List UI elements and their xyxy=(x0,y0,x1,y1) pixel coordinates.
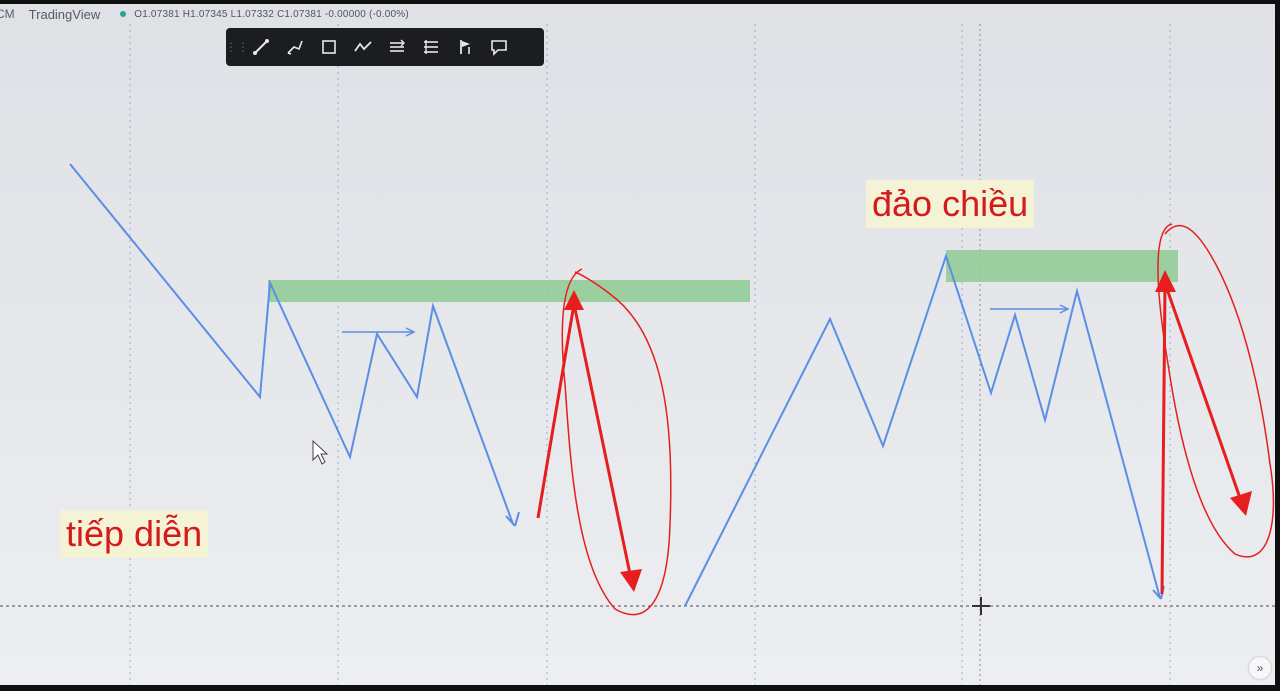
red-circle-right xyxy=(1157,223,1275,558)
market-status-dot xyxy=(120,11,127,17)
align-icon[interactable] xyxy=(381,32,412,62)
retest-arrowhead-left xyxy=(405,327,416,337)
red-arrow-down-left xyxy=(572,303,632,575)
chart-panel[interactable]: CM TradingView O1.07381 H1.07345 L1.0733… xyxy=(0,4,1275,685)
drawing-toolbar: ⋮⋮ xyxy=(225,28,544,66)
chart-drawing[interactable] xyxy=(0,4,1275,685)
drag-handle-icon[interactable]: ⋮⋮ xyxy=(225,40,249,54)
red-arrowhead-up-left xyxy=(564,290,584,310)
ohlc-readout: O1.07381 H1.07345 L1.07332 C1.07381 -0.0… xyxy=(134,8,409,20)
path-icon[interactable] xyxy=(347,32,378,62)
comment-icon[interactable] xyxy=(483,32,514,62)
wave-arrowhead-left-2 xyxy=(514,511,520,527)
resistance-zone-left xyxy=(268,280,750,302)
red-arrow-down-right xyxy=(1165,288,1242,499)
rectangle-icon[interactable] xyxy=(313,32,344,62)
symbol-prefix: CM xyxy=(0,7,15,21)
mouse-cursor-icon xyxy=(312,439,329,465)
resistance-zone-right xyxy=(946,250,1178,282)
wave-line-right xyxy=(684,252,1161,607)
trend-line-icon[interactable] xyxy=(245,32,276,62)
app-title: TradingView xyxy=(28,6,101,22)
red-arrowhead-down-right xyxy=(1230,491,1252,516)
reversal-label: đảo chiều xyxy=(866,180,1035,228)
flag-marker-icon[interactable] xyxy=(449,32,480,62)
red-circle-left xyxy=(561,268,672,616)
parallel-lines-icon[interactable] xyxy=(415,32,446,62)
wave-arrowhead-left xyxy=(505,515,516,527)
red-arrow-up-left xyxy=(536,303,576,519)
red-arrowhead-up-right xyxy=(1155,270,1176,292)
red-arrowhead-down-left xyxy=(620,569,642,592)
continuation-label: tiếp diễn xyxy=(60,510,209,558)
retest-arrowhead-right xyxy=(1059,304,1070,314)
chart-header: CM TradingView O1.07381 H1.07345 L1.0733… xyxy=(0,4,700,24)
brush-icon[interactable] xyxy=(279,32,310,62)
wave-line-left xyxy=(69,163,514,525)
double-chevron-right-icon[interactable]: » xyxy=(1249,657,1271,679)
wave-arrowhead-right xyxy=(1152,589,1162,600)
